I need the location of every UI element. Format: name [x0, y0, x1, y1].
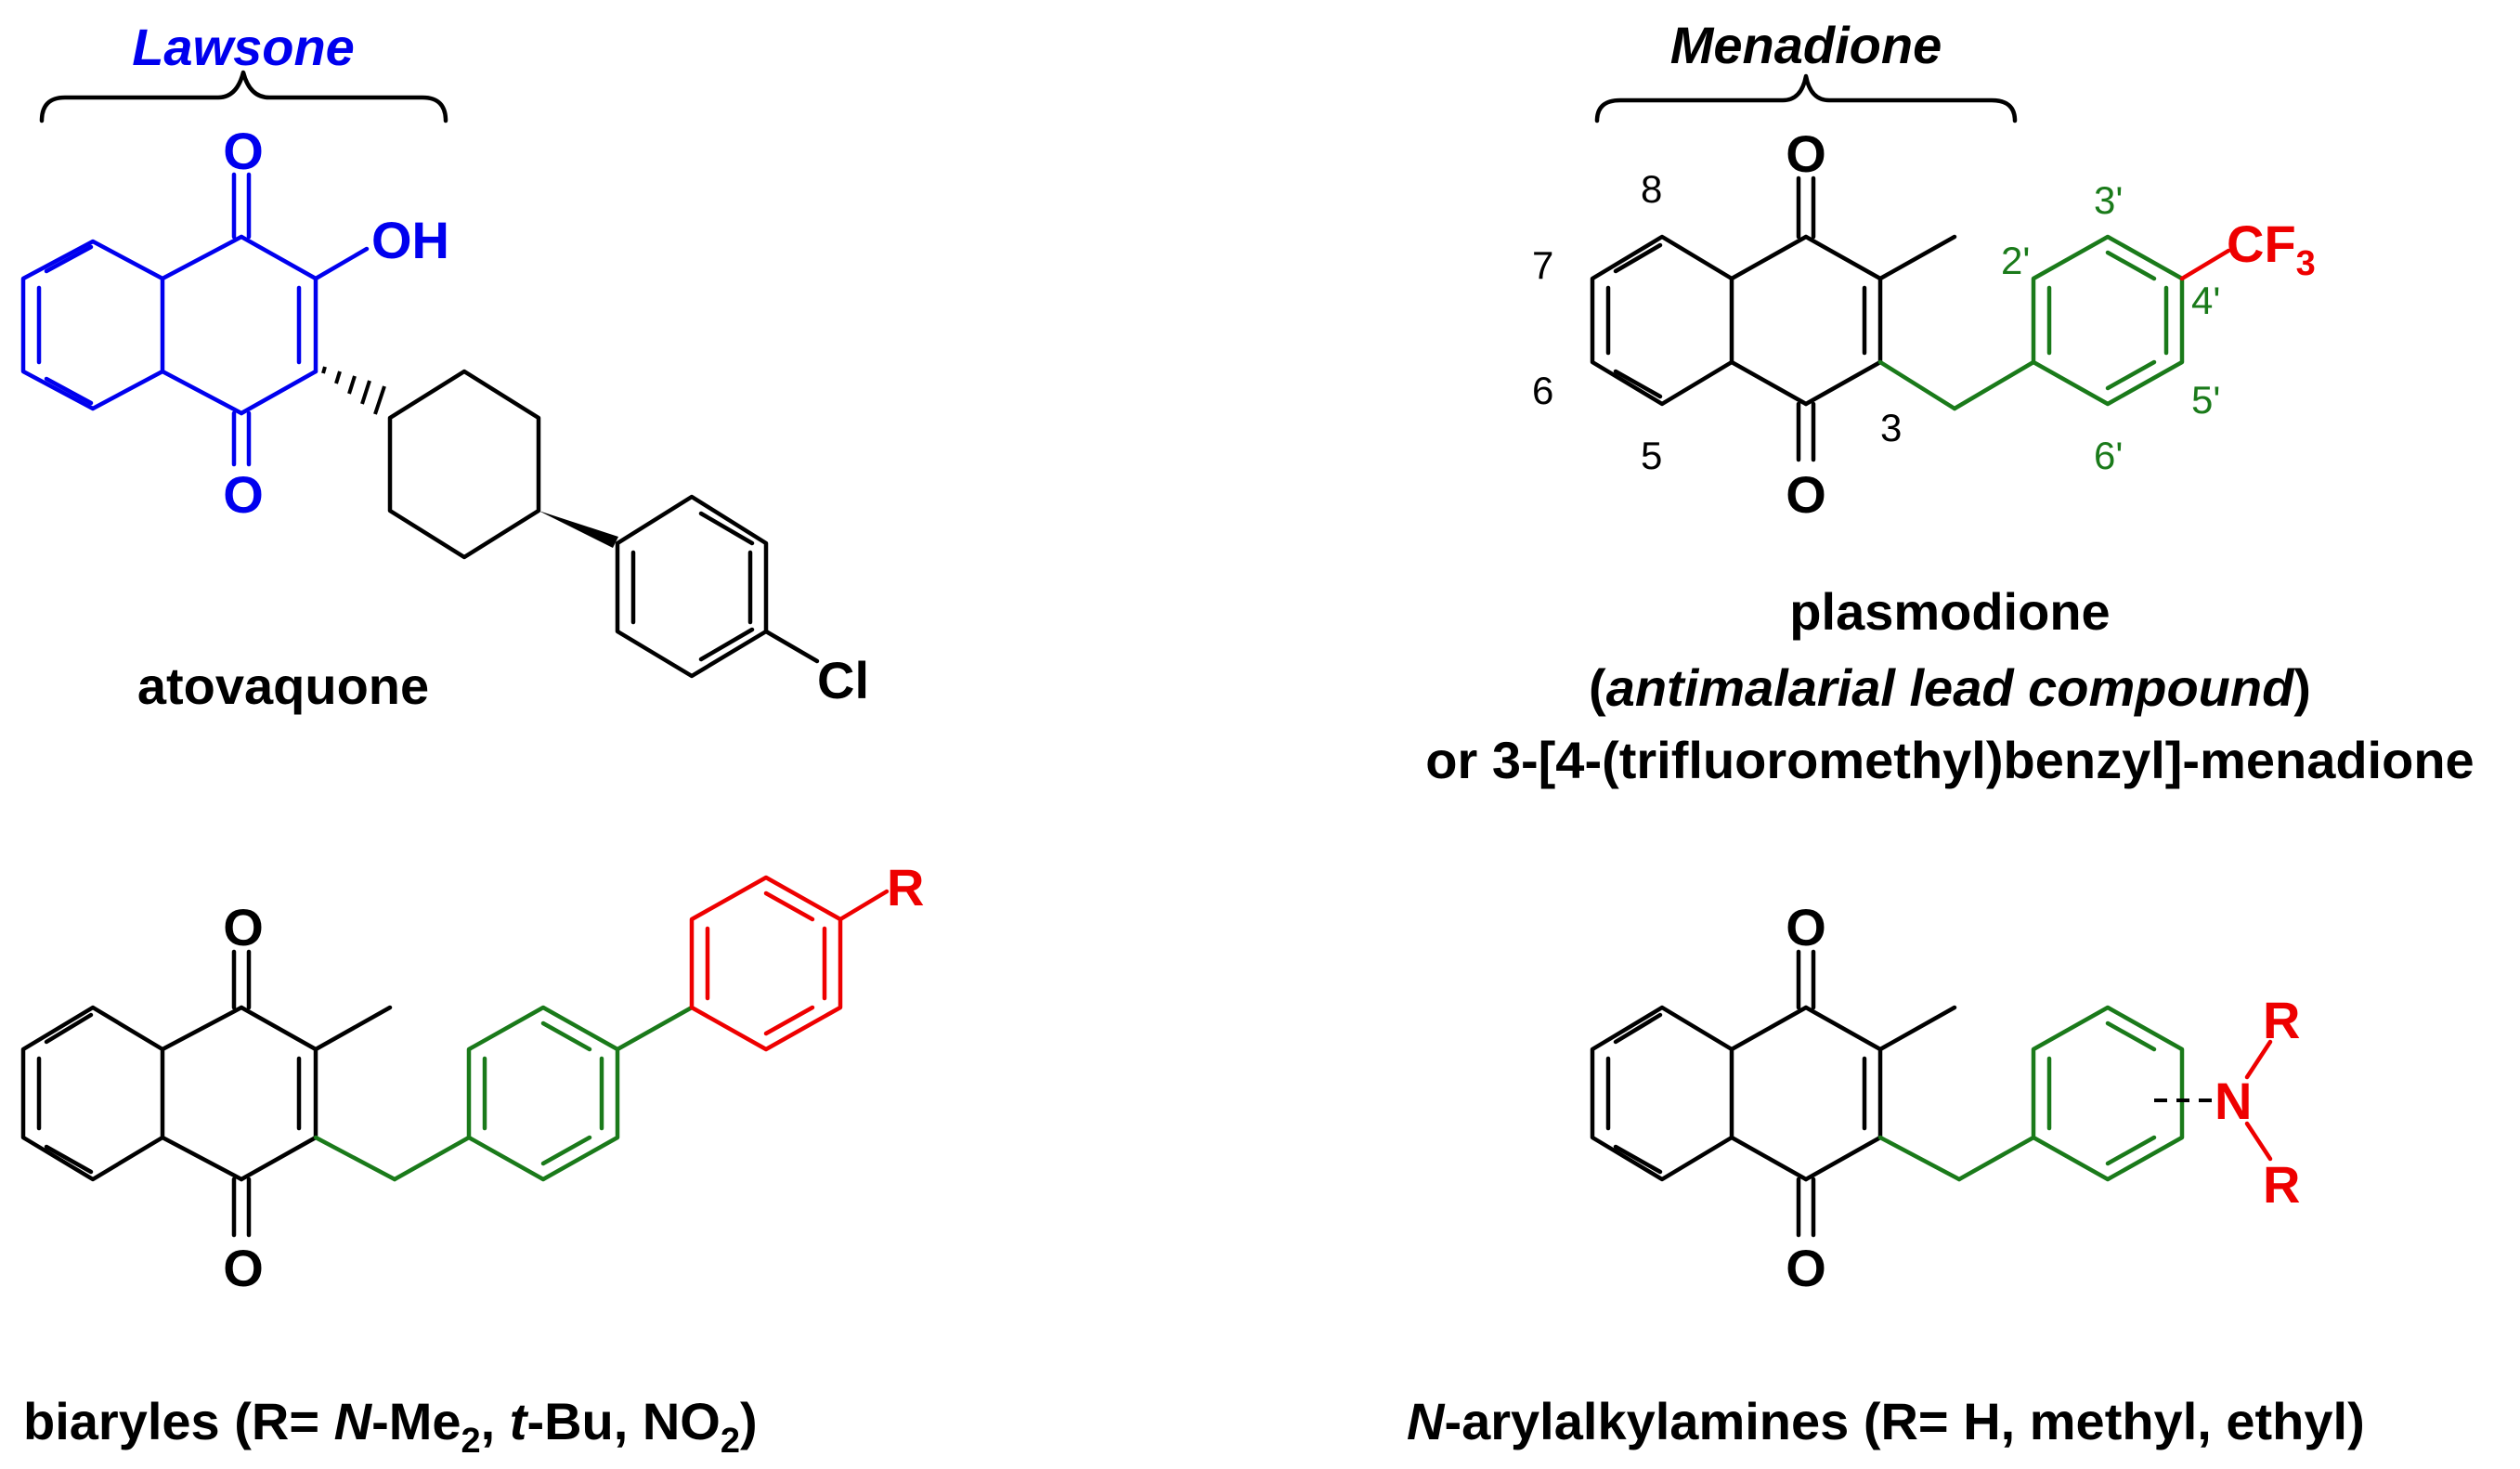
pos-5: 5 [1641, 434, 1662, 477]
cyclohexane-ring [387, 369, 541, 560]
atovaquone-oh: OH [371, 211, 449, 269]
atovaquone-name: atovaquone [137, 656, 429, 715]
plasmodione-structure: Menadione O O [1425, 16, 2474, 789]
pos-6: 6 [1532, 369, 1553, 412]
arylalkylamines-r1: R [2263, 991, 2300, 1049]
menadione-label: Menadione [1670, 16, 1942, 74]
cap-p4: 2 [461, 1422, 481, 1461]
biaryles-o-top: O [223, 898, 264, 956]
biaryles-r: R [887, 858, 924, 916]
pos-2p: 2' [2001, 239, 2030, 282]
pos-6p: 6' [2094, 434, 2123, 477]
arylalkylamines-benzyl [1877, 1005, 2185, 1182]
plasmodione-o-top: O [1786, 124, 1826, 183]
cf3-bond [2179, 248, 2231, 281]
pos-3p: 3' [2094, 178, 2123, 222]
benzyl-group [1877, 234, 2185, 411]
n-r2-bond [2244, 1121, 2273, 1162]
cap-p5: , [481, 1392, 510, 1450]
pos-3: 3 [1880, 406, 1902, 449]
biaryles-benzyl [313, 1005, 695, 1182]
cap-p6: t [510, 1392, 529, 1450]
plasmodione-cf3: CF3 [2227, 214, 2316, 283]
cap-n: N [1407, 1392, 1446, 1450]
plasmodione-description: (antimalarial lead compound) [1589, 658, 2311, 717]
arylalkylamines-r2: R [2263, 1155, 2300, 1214]
n-r1-bond [2244, 1039, 2273, 1080]
pos-4p: 4' [2191, 279, 2220, 322]
atovaquone-cl: Cl [817, 651, 869, 709]
biaryles-structure: O O R biaryles (R= N-Me2, t-Bu, NO2) [20, 858, 924, 1461]
menadione-brace [1594, 73, 2018, 124]
plasmodione-o-bottom: O [1786, 465, 1826, 524]
plasmodione-alt-name: or 3-[4-(trifluoromethyl)benzyl]-menadio… [1425, 731, 2474, 789]
plasmodione-name: plasmodione [1789, 582, 2110, 641]
arylalkylamines-structure: O O N R R N-arylalkylamines (R= H, methy… [1407, 898, 2365, 1450]
desc-italic: antimalarial lead compound [1606, 658, 2295, 717]
cap-p1: biaryles (R= [23, 1392, 334, 1450]
cap-p2: N [334, 1392, 373, 1450]
cap-rest: -arylalkylamines (R= H, methyl, ethyl) [1444, 1392, 2364, 1450]
arylalkylamines-core [1590, 949, 1957, 1238]
pos-8: 8 [1641, 167, 1662, 211]
menadione-core [1590, 176, 1957, 462]
atovaquone-structure: Lawsone O O OH [20, 18, 869, 715]
desc-open: ( [1589, 658, 1606, 717]
cap-p8: 2 [721, 1422, 740, 1461]
hashed-wedge [321, 366, 386, 415]
cap-p7: -Bu, NO [526, 1392, 720, 1450]
arylalkylamines-caption: N-arylalkylamines (R= H, methyl, ethyl) [1407, 1392, 2365, 1450]
biaryles-core [20, 949, 393, 1238]
cf-subscript: 3 [2296, 244, 2316, 283]
cap-p9: ) [740, 1392, 758, 1450]
pos-7: 7 [1532, 243, 1553, 287]
chlorophenyl-ring [615, 494, 820, 679]
arylalkylamines-o-bottom: O [1786, 1239, 1826, 1297]
atovaquone-o-bottom: O [223, 465, 264, 524]
pos-5p: 5' [2191, 378, 2220, 422]
bold-wedge [539, 511, 618, 548]
cf-text: CF [2227, 214, 2296, 273]
biaryles-red-ring [689, 875, 890, 1052]
atovaquone-o-top: O [223, 122, 264, 180]
lawsone-label: Lawsone [132, 18, 355, 76]
arylalkylamines-o-top: O [1786, 898, 1826, 956]
cap-p3: -Me [371, 1392, 461, 1450]
arylalkylamines-n: N [2215, 1072, 2252, 1130]
biaryles-o-bottom: O [223, 1239, 264, 1297]
lawsone-brace [39, 70, 448, 124]
biaryles-caption: biaryles (R= N-Me2, t-Bu, NO2) [23, 1392, 758, 1461]
lawsone-core [20, 172, 370, 467]
desc-close: ) [2293, 658, 2311, 717]
